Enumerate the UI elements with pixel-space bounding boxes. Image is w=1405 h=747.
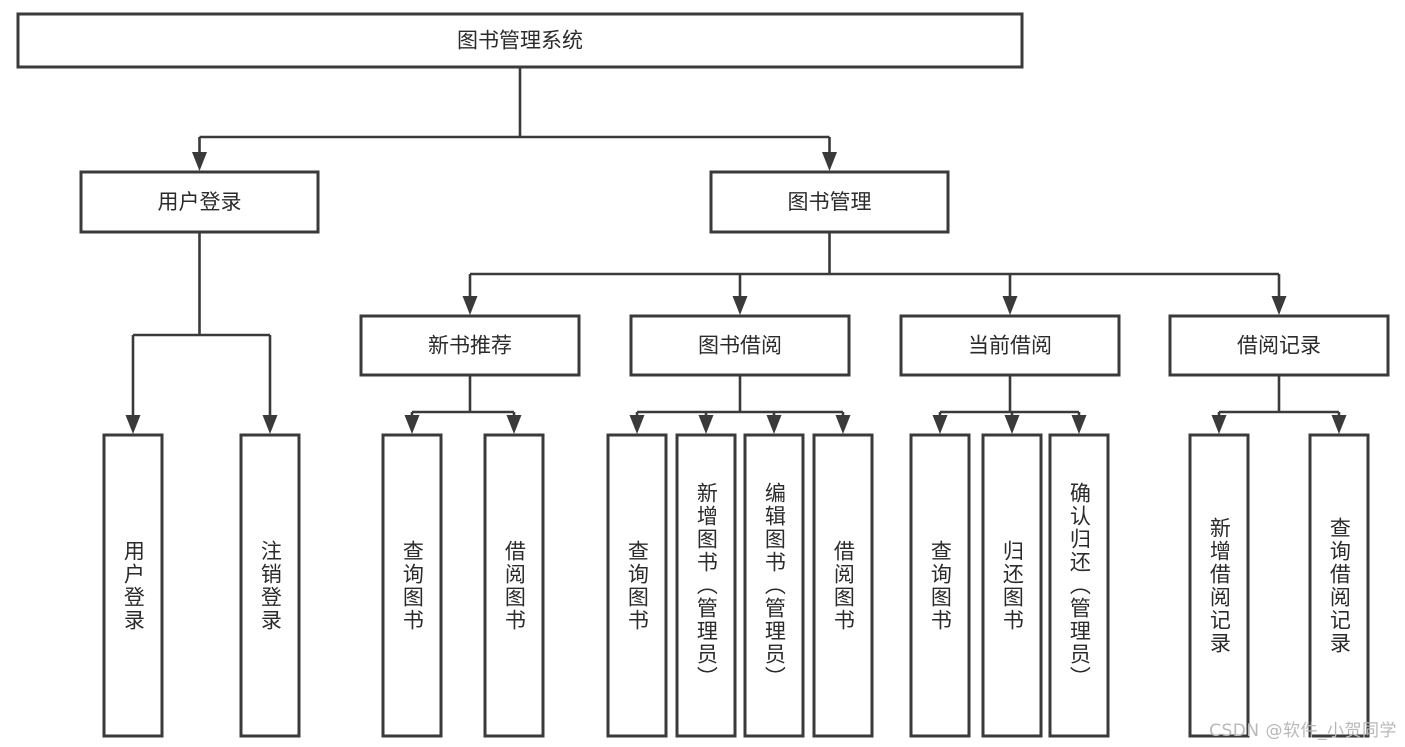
arrow-head-icon-leaf-logout <box>262 415 278 434</box>
arrow-head-icon-l3-2 <box>1002 296 1018 315</box>
node-leaf-query-book-brw[interactable] <box>606 433 668 738</box>
arrow-head-icon-leaf-confirm-return <box>1071 415 1087 434</box>
arrow-head-icon-leaf-edit-book <box>766 415 782 434</box>
arrow-head-icon-leaf-borrow-book-brw <box>835 415 851 434</box>
arrow-head-icon-leaf-add-book <box>698 415 714 434</box>
node-book-borrow[interactable] <box>629 314 851 377</box>
arrow-head-icon-leaf-query-book-cur <box>932 415 948 434</box>
arrow-head-icon-leaf-add-record <box>1211 415 1227 434</box>
node-leaf-logout[interactable] <box>239 433 301 738</box>
node-borrow-record[interactable] <box>1168 314 1390 377</box>
node-leaf-edit-book[interactable] <box>743 433 805 738</box>
node-root-label: 图书管理系统 <box>457 29 583 53</box>
arrow-head-icon-leaf-return-book <box>1004 415 1020 434</box>
arrow-head-icon-leaf-query-record <box>1331 415 1347 434</box>
node-leaf-query-book-cur[interactable] <box>909 433 971 738</box>
node-leaf-return-book[interactable] <box>981 433 1043 738</box>
arrow-head-icon-l3-0 <box>462 296 478 315</box>
connector-layer <box>125 67 1347 434</box>
node-current-borrow[interactable] <box>899 314 1121 377</box>
arrow-head-icon-leaf-query-book-rec <box>404 415 420 434</box>
node-root[interactable] <box>16 12 1024 69</box>
node-new-book-rec-label: 新书推荐 <box>428 334 512 358</box>
node-leaf-add-record[interactable] <box>1188 433 1250 738</box>
node-book-borrow-label: 图书借阅 <box>698 334 782 358</box>
node-leaf-borrow-book-rec[interactable] <box>483 433 545 738</box>
node-leaf-borrow-book-brw[interactable] <box>812 433 874 738</box>
node-box-layer <box>16 12 1390 738</box>
node-user-login[interactable] <box>79 170 320 234</box>
node-book-manage[interactable] <box>709 170 950 234</box>
arrow-head-icon-root-0 <box>192 152 207 171</box>
node-leaf-confirm-return[interactable] <box>1048 433 1110 738</box>
arrow-head-icon-leaf-query-book-brw <box>629 415 645 434</box>
node-current-borrow-label: 当前借阅 <box>968 334 1052 358</box>
watermark-text: CSDN @软件_小贺同学 <box>1209 721 1397 741</box>
node-new-book-rec[interactable] <box>359 314 581 377</box>
node-leaf-query-record[interactable] <box>1308 433 1370 738</box>
node-leaf-user-login[interactable] <box>102 433 164 738</box>
node-borrow-record-label: 借阅记录 <box>1237 334 1321 358</box>
arrow-head-icon-l3-1 <box>732 296 748 315</box>
node-book-manage-label: 图书管理 <box>788 190 872 214</box>
arrow-head-icon-leaf-user-login <box>125 415 141 434</box>
arrow-head-icon-leaf-borrow-book-rec <box>506 415 522 434</box>
arrow-head-icon-root-1 <box>822 152 837 171</box>
arrow-head-icon-l3-3 <box>1271 296 1287 315</box>
node-leaf-query-book-rec[interactable] <box>381 433 443 738</box>
node-user-login-label: 用户登录 <box>158 190 242 214</box>
node-leaf-add-book[interactable] <box>675 433 737 738</box>
